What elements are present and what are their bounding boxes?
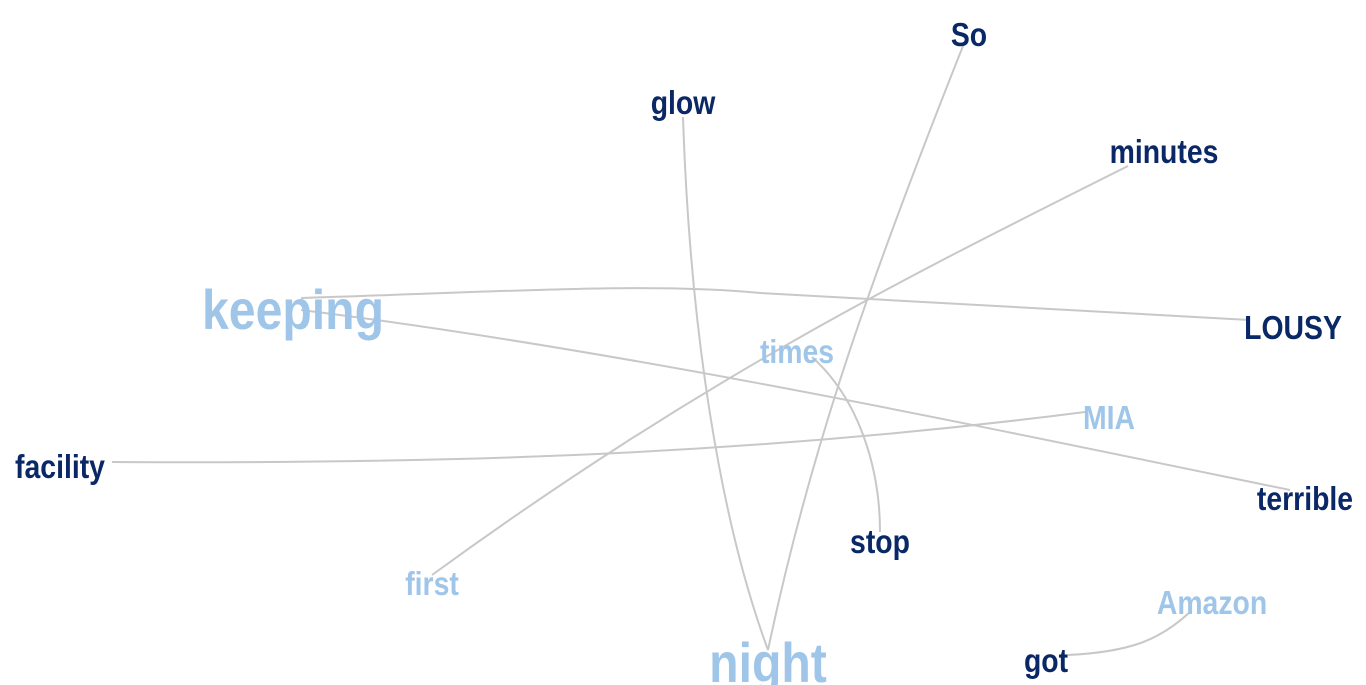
edge-so-night [767,45,964,651]
edge-amazon-got [1067,611,1191,656]
edge-keeping-lousy [300,287,1251,321]
word-node-lousy: LOUSY [1244,309,1342,347]
word-node-so: So [951,16,987,54]
word-so: So [951,16,987,54]
word-node-stop: stop [850,523,910,561]
word-mia: MIA [1083,399,1135,437]
word-got: got [1024,642,1068,680]
word-node-facility: facility [15,448,105,486]
word-lousy: LOUSY [1244,309,1342,347]
word-node-keeping: keeping [202,280,384,342]
edge-facility-mia [111,411,1086,464]
word-times: times [760,333,834,371]
word-node-night: night [709,633,827,685]
word-amazon: Amazon [1157,584,1267,622]
word-facility: facility [15,448,105,486]
word-node-times: times [760,333,834,371]
edge-minutes-first [431,165,1129,576]
word-stop: stop [850,523,910,561]
word-node-mia: MIA [1083,399,1135,437]
word-node-got: got [1024,642,1068,680]
word-node-first: first [405,565,459,603]
word-node-terrible: terrible [1257,480,1353,518]
word-glow: glow [651,84,716,122]
word-first: first [405,565,459,603]
word-node-minutes: minutes [1110,133,1219,171]
word-node-glow: glow [651,84,716,122]
word-keeping: keeping [202,280,384,342]
word-terrible: terrible [1257,480,1353,518]
edge-glow-night [682,116,769,651]
word-minutes: minutes [1110,133,1219,171]
edge-keeping-terrible [300,309,1291,491]
edge-times-stop [811,356,881,533]
edges-layer [111,45,1291,656]
word-night: night [709,633,827,685]
word-node-amazon: Amazon [1157,584,1267,622]
